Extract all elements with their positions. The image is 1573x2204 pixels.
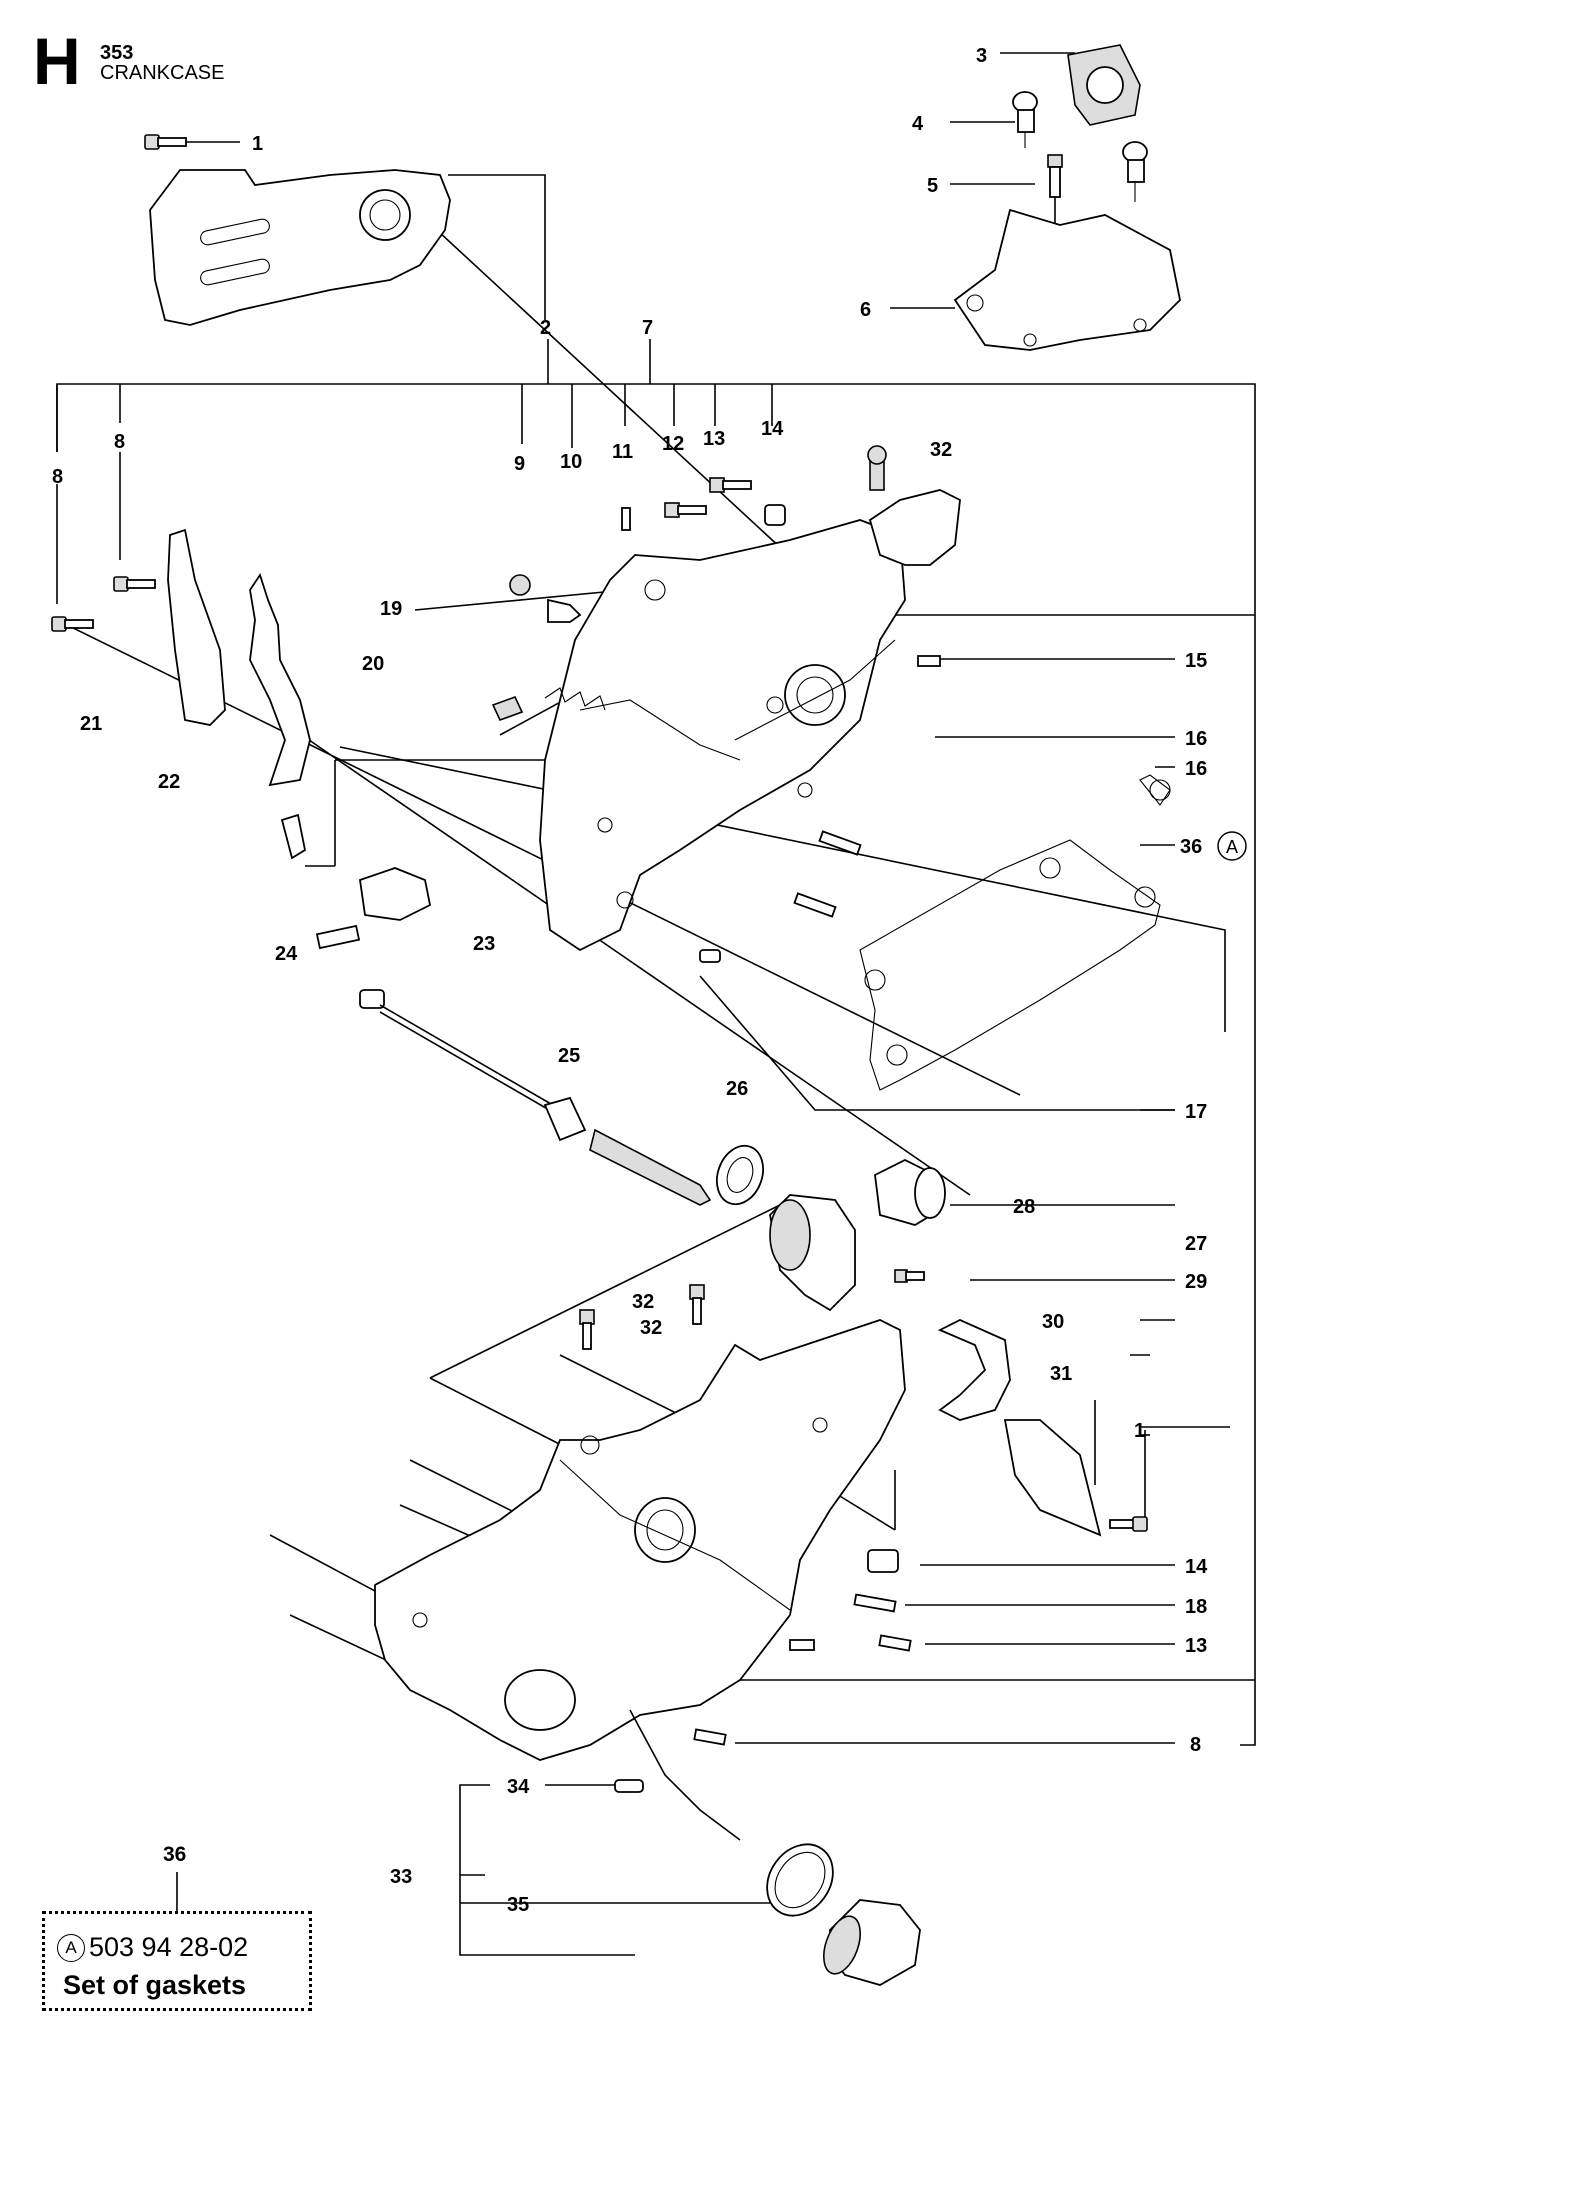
part-gasket-3 (1067, 44, 1141, 126)
callout-1-top: 1 (252, 133, 263, 155)
part-pad-20 (491, 695, 524, 722)
part-bar-plate-21 (167, 528, 226, 726)
callout-6: 6 (860, 299, 871, 321)
kit-description: Set of gaskets (63, 1970, 247, 2000)
callout-2: 2 (540, 317, 551, 339)
callout-26: 26 (726, 1078, 748, 1100)
part-chain-guard-plate (149, 169, 451, 326)
callout-16-a: 16 (1185, 728, 1207, 750)
part-screw-5 (1047, 154, 1063, 198)
callout-17: 17 (1185, 1101, 1207, 1123)
part-oil-pipe-25 (359, 989, 712, 1206)
callout-27: 27 (1185, 1233, 1207, 1255)
section-title: CRANKCASE (100, 62, 225, 84)
callout-21: 21 (80, 713, 102, 735)
callout-14-bottom: 14 (1185, 1556, 1208, 1578)
callout-3: 3 (976, 45, 987, 67)
part-tensioner-23 (315, 867, 432, 950)
callout-23: 23 (473, 933, 495, 955)
callout-24: 24 (275, 943, 298, 965)
callout-11: 11 (612, 441, 633, 463)
part-crankcase-lower-half (374, 1319, 906, 1761)
callout-25: 25 (558, 1045, 580, 1067)
callout-13-bottom: 13 (1185, 1635, 1207, 1657)
gasket-kit-box: A 503 94 28-02 Set of gaskets (42, 1911, 312, 2011)
callout-13-top: 13 (703, 428, 725, 450)
part-crankcase-upper-half (539, 519, 906, 952)
model-number: 353 (100, 42, 134, 64)
part-bulb-28 (874, 1158, 946, 1226)
callout-8-bottom: 8 (1190, 1734, 1201, 1756)
callout-36-ref: 36 (1180, 836, 1202, 858)
callout-28: 28 (1013, 1196, 1035, 1218)
callout-10: 10 (560, 451, 582, 473)
callout-5-label: 5 (927, 175, 938, 197)
leader-lines (56, 52, 1256, 1956)
kit-reference-number: 36 (163, 1843, 187, 1866)
callout-14-top: 14 (761, 418, 784, 440)
part-spring-19 (544, 687, 606, 711)
callout-9: 9 (514, 453, 525, 475)
callout-32-b: 32 (632, 1291, 654, 1313)
callout-15: 15 (1185, 650, 1207, 672)
kit-part-line: A 503 94 28-02 (57, 1932, 248, 1963)
callout-30: 30 (1042, 1311, 1064, 1333)
part-screws-lower (579, 1284, 912, 1746)
part-clip-24 (280, 813, 307, 860)
section-letter: H (33, 24, 81, 98)
callout-32-c: 32 (640, 1317, 662, 1339)
callout-29: 29 (1185, 1271, 1207, 1293)
callout-34: 34 (507, 1776, 530, 1798)
callout-12: 12 (662, 433, 684, 455)
part-o-ring-35 (766, 1843, 834, 1917)
callout-20: 20 (362, 653, 384, 675)
part-strap-34 (614, 1709, 741, 1841)
svg-text:A: A (1226, 837, 1238, 857)
part-screws-upper (51, 477, 941, 963)
callout-18: 18 (1185, 1596, 1207, 1618)
part-top-bracket (867, 445, 961, 566)
callout-31: 31 (1050, 1363, 1072, 1385)
callout-33: 33 (390, 1866, 412, 1888)
callout-16-b: 16 (1185, 758, 1207, 780)
part-chain-catcher-22 (249, 572, 311, 787)
part-chain-guide-30 (937, 1319, 1011, 1421)
part-oil-pump-27 (769, 1194, 856, 1312)
callout-32-a: 32 (930, 439, 952, 461)
part-screw-1-top (144, 134, 187, 150)
callout-labels: 1 2 3 4 5 6 7 8 8 9 10 11 12 13 14 32 19… (52, 45, 1208, 1916)
part-clip-4-left (1012, 91, 1038, 148)
kit-marker-a: A (1217, 831, 1247, 861)
callout-8-a: 8 (52, 466, 63, 488)
part-gasket-36 (859, 774, 1171, 1091)
part-clip-4-right (1122, 141, 1148, 202)
kit-marker: A (57, 1933, 85, 1962)
callout-7: 7 (642, 317, 653, 339)
callout-22: 22 (158, 771, 180, 793)
part-oil-cap (822, 1899, 921, 1986)
callout-1-bottom: 1 (1134, 1420, 1145, 1442)
callout-19: 19 (380, 598, 402, 620)
callout-35: 35 (507, 1894, 529, 1916)
part-screw-1-bottom (1109, 1516, 1148, 1532)
part-carburetor-bracket-6 (953, 208, 1181, 351)
part-washer-26 (716, 1144, 764, 1206)
kit-part-number: 503 94 28-02 (89, 1932, 249, 1962)
part-screw-29 (894, 1269, 925, 1283)
callout-8-b: 8 (114, 431, 125, 453)
callout-4: 4 (912, 113, 924, 135)
part-guard-31 (1003, 1419, 1102, 1537)
